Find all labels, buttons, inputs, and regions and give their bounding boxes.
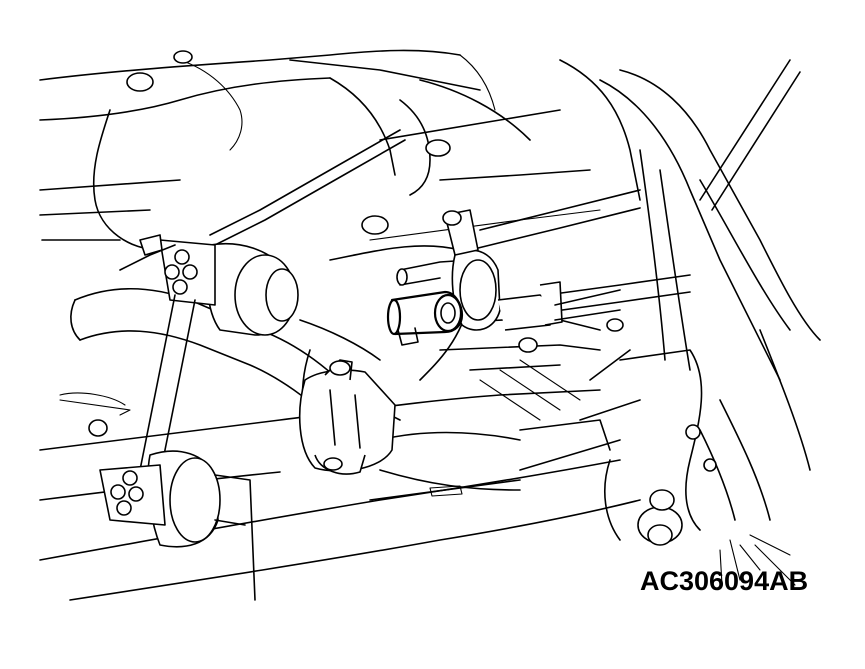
stabilizer-link-upper [119,234,299,336]
knuckle-assembly [579,69,821,586]
brake-lines [209,59,801,319]
highlighted-hose [386,290,464,346]
stabilizer-bracket [298,359,396,475]
lower-control-arm [39,389,641,601]
stabilizer-link-rod [139,294,196,476]
hose-fitting [396,209,624,353]
stabilizer-link-lower [99,450,256,601]
figure-code-label: AC306094AB [640,566,809,596]
body-floor-panel [39,49,641,251]
